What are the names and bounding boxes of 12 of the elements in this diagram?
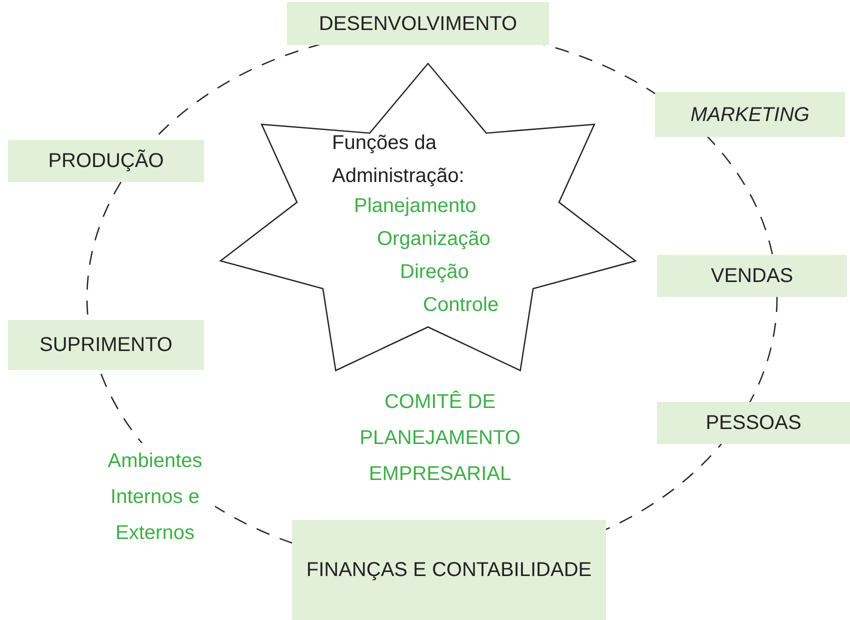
- function-text: Planejamento: [354, 195, 476, 218]
- function-text: Controle: [423, 294, 499, 317]
- department-box: MARKETING: [655, 92, 845, 137]
- heading-text: Funções da Administração:: [332, 131, 466, 189]
- department-box: SUPRIMENTO: [8, 320, 204, 370]
- department-box: PRODUÇÃO: [8, 140, 204, 182]
- department-box: DESENVOLVIMENTO: [287, 2, 549, 45]
- function-text: Organização: [377, 228, 490, 251]
- department-box: VENDAS: [657, 255, 847, 297]
- department-box: FINANÇAS E CONTABILIDADE: [292, 520, 606, 620]
- function-text: Direção: [400, 261, 469, 284]
- department-box: PESSOAS: [657, 402, 850, 444]
